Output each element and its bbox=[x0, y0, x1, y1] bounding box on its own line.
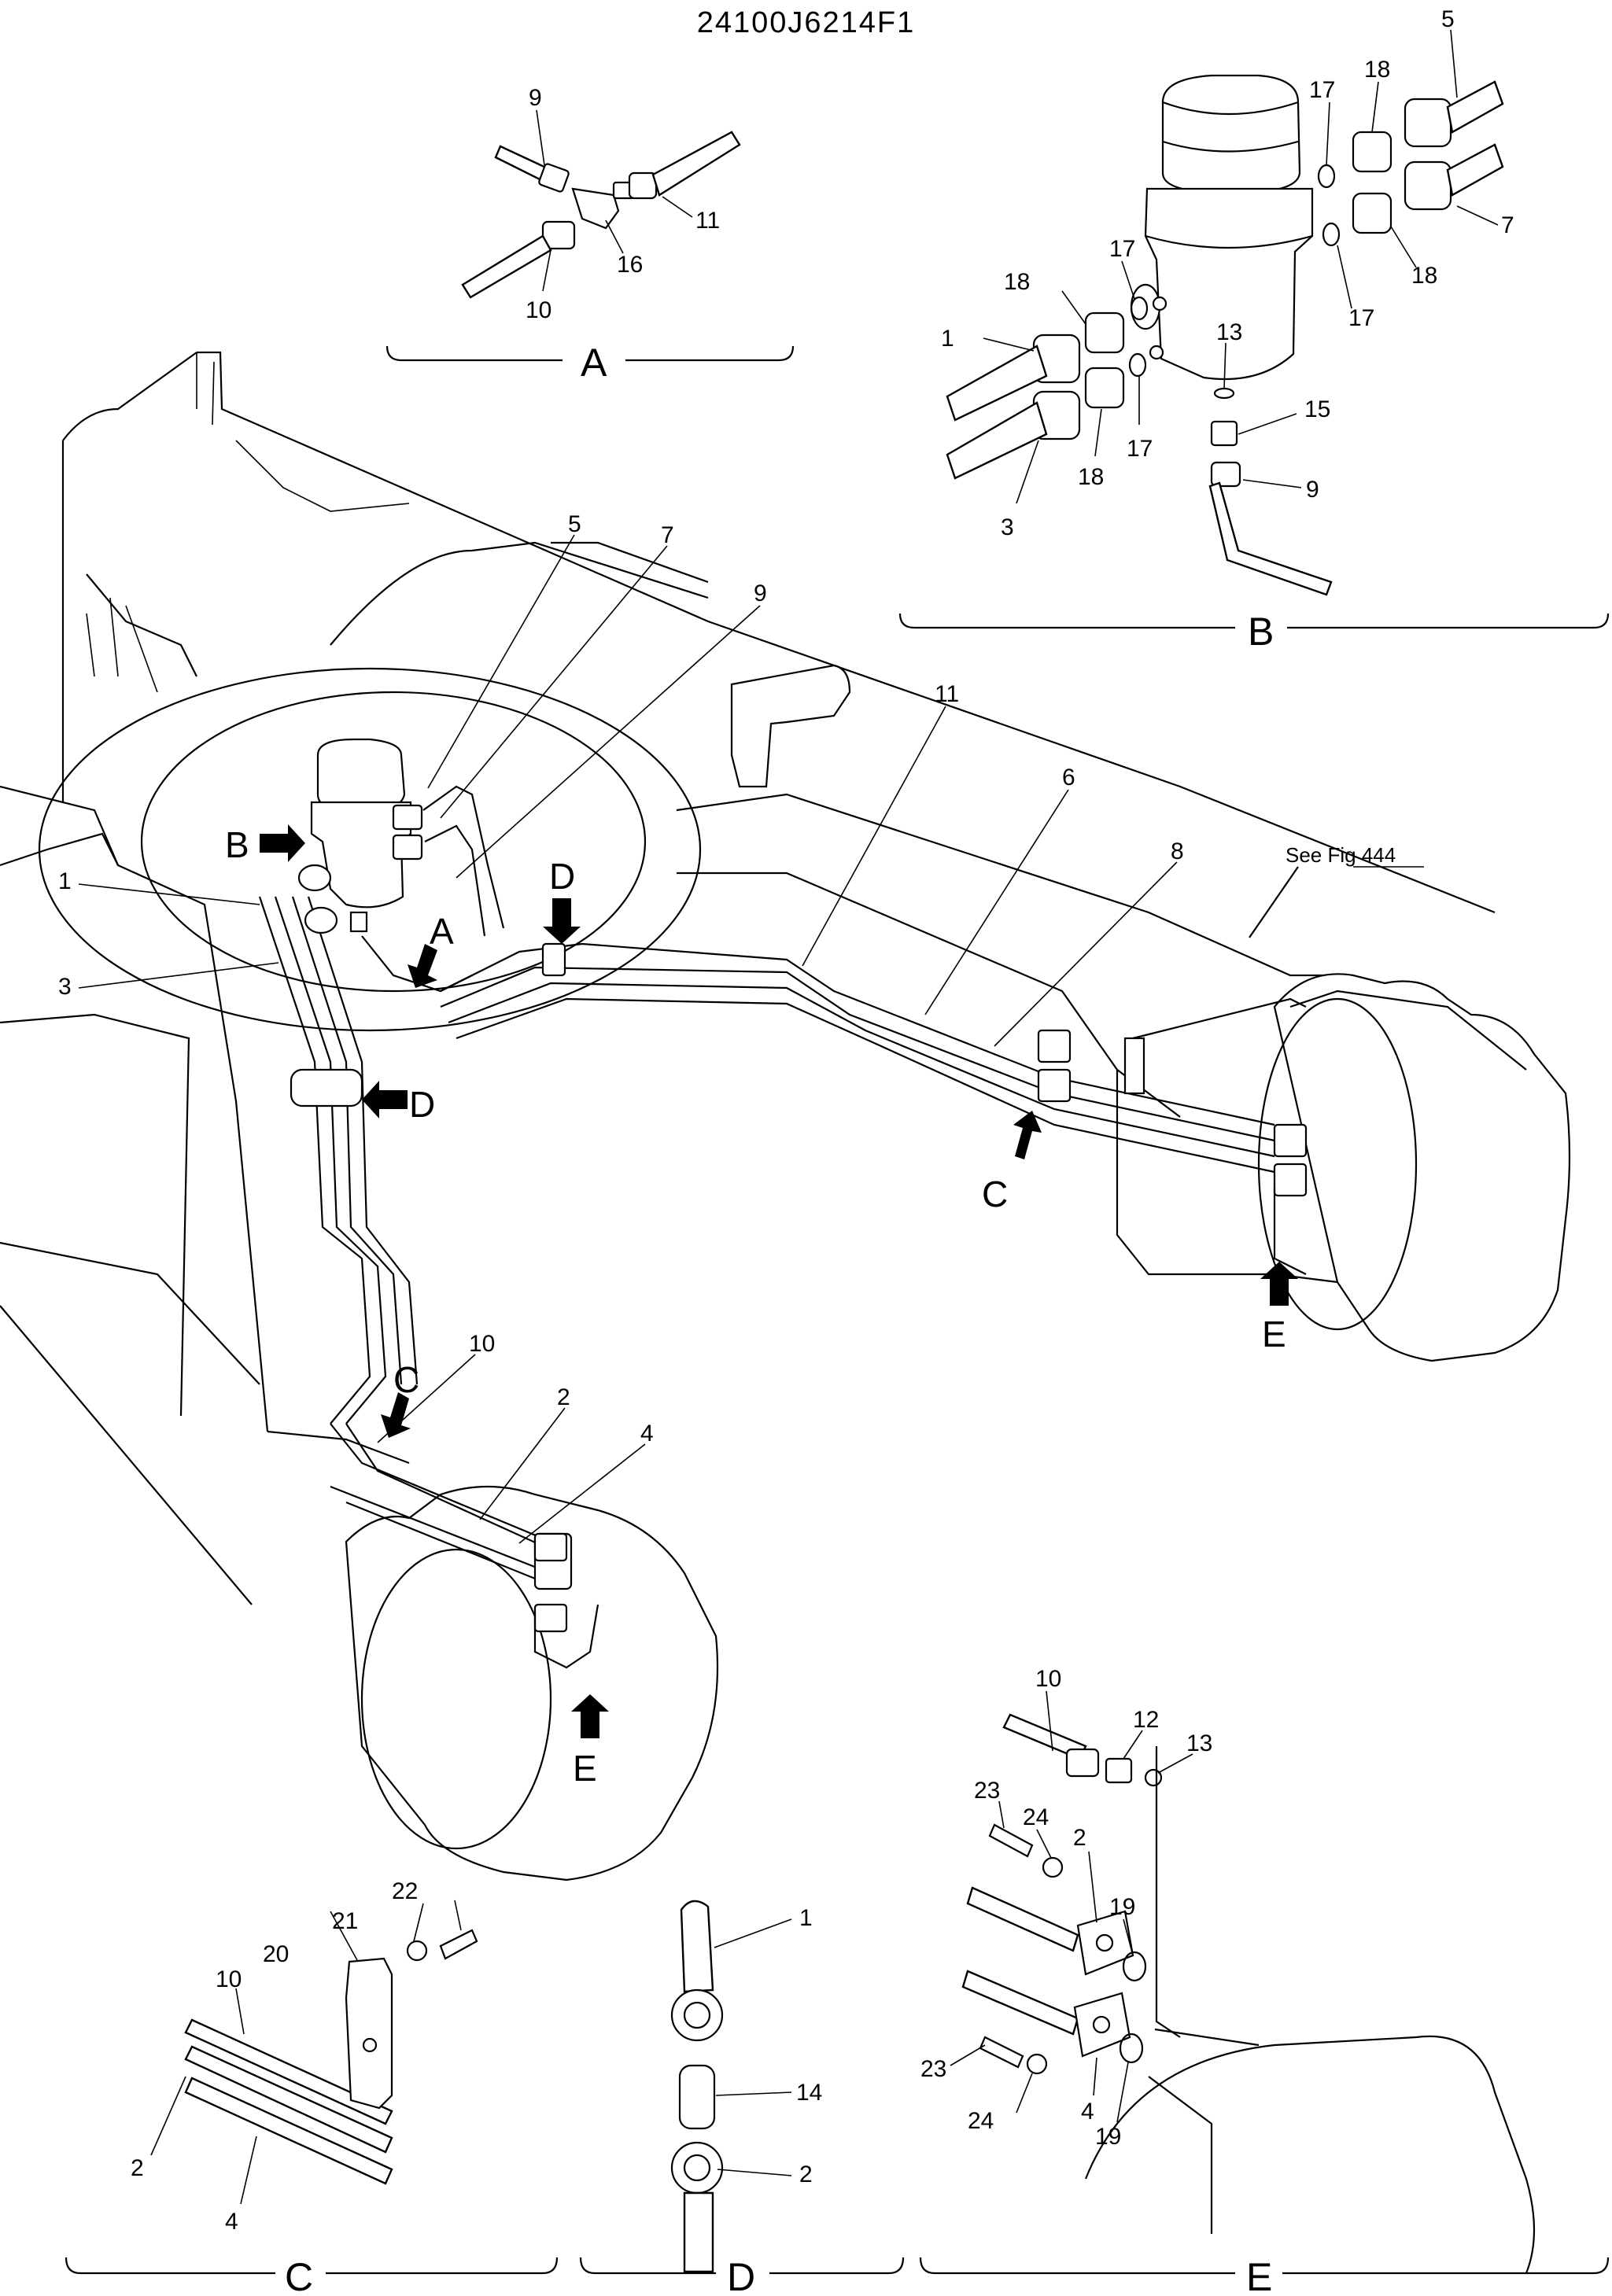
arrow-b-letter: B bbox=[225, 824, 249, 865]
view-a-label-9: 9 bbox=[529, 85, 542, 111]
view-e-label-23a: 23 bbox=[974, 1778, 1000, 1804]
view-c-label-21: 21 bbox=[332, 1908, 358, 1934]
arrow-a: A bbox=[408, 911, 454, 988]
arrow-e-upper-letter: E bbox=[1262, 1314, 1286, 1354]
view-b-label-18d: 18 bbox=[1078, 464, 1104, 490]
main-label-10: 10 bbox=[469, 1331, 495, 1357]
main-label-8: 8 bbox=[1171, 838, 1184, 864]
view-b-label-9: 9 bbox=[1306, 477, 1319, 503]
view-b-label-3: 3 bbox=[1001, 514, 1014, 540]
view-e-label-4: 4 bbox=[1081, 2099, 1094, 2125]
view-a-label-16: 16 bbox=[617, 252, 643, 278]
view-c-detail: 22 21 20 10 2 4 C bbox=[65, 1878, 559, 2296]
arrow-d-left: D bbox=[362, 1081, 435, 1125]
view-e-label-24a: 24 bbox=[1023, 1804, 1049, 1830]
view-c-label-20: 20 bbox=[263, 1941, 289, 1967]
main-label-4: 4 bbox=[640, 1421, 654, 1447]
view-d-label-1: 1 bbox=[799, 1905, 813, 1931]
main-label-2: 2 bbox=[557, 1384, 570, 1410]
view-c-label-4: 4 bbox=[225, 2209, 238, 2235]
view-b-label-15: 15 bbox=[1304, 396, 1330, 422]
arrow-e-lower: E bbox=[571, 1694, 609, 1789]
view-e-label-24b: 24 bbox=[968, 2108, 994, 2134]
view-d-letter: D bbox=[727, 2255, 755, 2296]
view-d-label-14: 14 bbox=[796, 2080, 822, 2106]
view-b-label-18b: 18 bbox=[1411, 263, 1437, 289]
arrow-d-top: D bbox=[543, 856, 581, 944]
main-label-1: 1 bbox=[58, 868, 72, 894]
view-e-label-13: 13 bbox=[1186, 1730, 1212, 1756]
main-label-6: 6 bbox=[1062, 765, 1075, 791]
view-c-label-22: 22 bbox=[392, 1878, 418, 1904]
view-e-label-19a: 19 bbox=[1109, 1894, 1135, 1920]
view-a-label-11: 11 bbox=[695, 208, 720, 234]
view-e-detail: 10 12 13 23 24 2 19 23 24 4 19 E bbox=[919, 1666, 1610, 2296]
view-e-label-19b: 19 bbox=[1095, 2124, 1121, 2150]
arrow-a-letter: A bbox=[430, 911, 454, 952]
view-b-label-18a: 18 bbox=[1364, 57, 1390, 83]
view-a-label-10: 10 bbox=[526, 297, 551, 323]
view-b-label-7: 7 bbox=[1501, 212, 1514, 238]
view-d-detail: 1 14 2 D bbox=[579, 1900, 905, 2296]
arrow-e-upper: E bbox=[1260, 1262, 1298, 1354]
view-b-label-18c: 18 bbox=[1004, 269, 1030, 295]
arrow-d-left-letter: D bbox=[409, 1084, 435, 1125]
view-b-letter: B bbox=[1248, 610, 1274, 654]
view-e-label-12: 12 bbox=[1133, 1707, 1159, 1733]
arrow-d-top-letter: D bbox=[549, 856, 575, 897]
arrow-c-lower-letter: C bbox=[393, 1359, 419, 1400]
view-e-label-2: 2 bbox=[1073, 1825, 1086, 1851]
view-e-letter: E bbox=[1246, 2255, 1272, 2296]
document-number: 24100J6214F1 bbox=[696, 6, 916, 39]
view-c-label-2: 2 bbox=[131, 2155, 144, 2181]
view-b-label-1: 1 bbox=[941, 326, 954, 352]
see-fig-reference: See Fig 444 bbox=[1286, 843, 1396, 867]
view-e-label-23b: 23 bbox=[920, 2056, 946, 2082]
view-b-label-5: 5 bbox=[1441, 6, 1455, 32]
arrow-c-lower: C bbox=[381, 1359, 419, 1438]
view-e-label-10: 10 bbox=[1035, 1666, 1061, 1692]
view-b-label-17b: 17 bbox=[1348, 305, 1374, 331]
view-c-letter: C bbox=[285, 2255, 313, 2296]
view-a-detail: 9 11 16 10 A bbox=[385, 85, 795, 385]
main-label-3: 3 bbox=[58, 974, 72, 1000]
view-b-label-17d: 17 bbox=[1127, 436, 1153, 462]
view-b-label-17c: 17 bbox=[1109, 236, 1135, 262]
arrow-b: B bbox=[225, 824, 305, 865]
view-b-detail: 5 17 18 7 18 17 17 18 13 15 1 18 17 9 3 … bbox=[898, 6, 1610, 654]
arrow-c-upper-letter: C bbox=[982, 1174, 1008, 1214]
main-label-7: 7 bbox=[661, 522, 674, 548]
main-assembly-drawing: 5 7 9 11 6 8 1 3 10 2 4 See Fig 444 B D bbox=[0, 351, 1571, 1881]
main-label-11: 11 bbox=[935, 681, 959, 707]
view-d-label-2: 2 bbox=[799, 2161, 813, 2187]
arrow-e-lower-letter: E bbox=[573, 1748, 597, 1789]
main-label-9: 9 bbox=[754, 580, 767, 606]
view-c-label-10: 10 bbox=[216, 1966, 242, 1992]
arrow-c-upper: C bbox=[982, 1111, 1042, 1214]
view-b-label-17a: 17 bbox=[1309, 77, 1335, 103]
main-label-5: 5 bbox=[568, 511, 581, 537]
view-b-label-13: 13 bbox=[1216, 319, 1242, 345]
view-a-letter: A bbox=[581, 341, 607, 385]
